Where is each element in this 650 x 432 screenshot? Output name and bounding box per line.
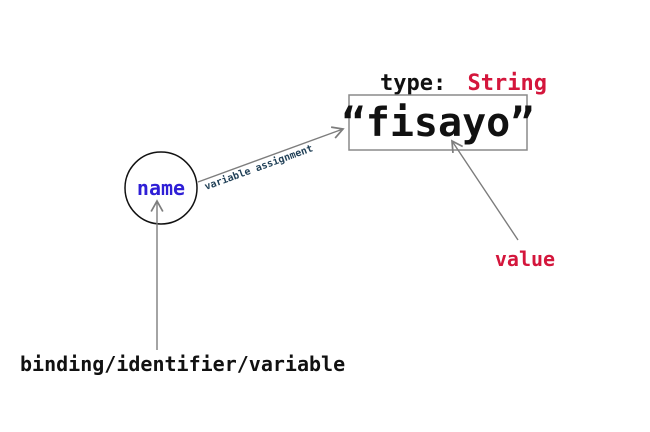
variable-assignment-label: variable assignment: [203, 142, 315, 192]
value-box-text: “fisayo”: [342, 100, 535, 146]
type-prefix: type:: [380, 71, 446, 96]
name-node: [124, 151, 198, 225]
name-node-label: name: [137, 176, 185, 200]
type-label: type: String: [380, 71, 547, 96]
value-box: [348, 94, 528, 151]
type-name: String: [467, 71, 546, 96]
variable-assignment-arrow: [197, 126, 345, 183]
value-pointer-arrow: [451, 139, 519, 241]
binding-annotation-label: binding/identifier/variable: [20, 352, 345, 376]
value-annotation-label: value: [495, 247, 555, 271]
